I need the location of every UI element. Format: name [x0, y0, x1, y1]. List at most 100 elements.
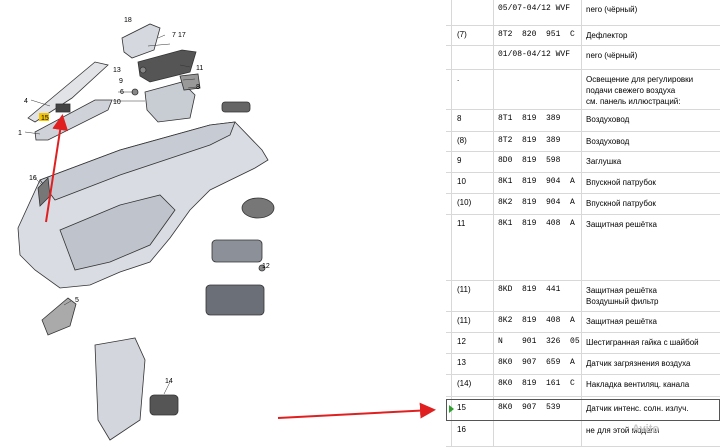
table-row[interactable]: 13 8K0 907 659 A Датчик загрязнения возд… [446, 354, 720, 375]
table-row[interactable]: 12 N 901 326 05 Шестигранная гайка с шай… [446, 333, 720, 354]
row-description: nero (чёрный) [586, 51, 638, 60]
row-description: nero (чёрный) [586, 5, 638, 14]
table-divider [493, 0, 494, 447]
table-row[interactable]: (14) 8K0 819 161 C Накладка вентиляц. ка… [446, 375, 720, 397]
table-row[interactable]: . Освещение для регулировки подачи свеже… [446, 70, 720, 110]
table-row[interactable]: 11 8K1 819 408 A Защитная решётка [446, 215, 720, 281]
row-position: 12 [457, 337, 466, 346]
callout-10: 10 [113, 99, 121, 106]
callout-14: 14 [165, 378, 173, 385]
table-row[interactable]: (11) 8K2 819 408 A Защитная решётка [446, 312, 720, 333]
row-description: Воздуховод [586, 137, 630, 146]
parts-table: 05/07-04/12 WVF nero (чёрный) (7) 8T2 82… [446, 0, 720, 447]
row-description: Заглушка [586, 157, 622, 166]
row-part-number: 8K1 819 408 A [498, 219, 575, 228]
row-position: 8 [457, 114, 462, 123]
grille [179, 73, 201, 91]
table-row[interactable]: (11) 8KD 819 441 Защитная решётка Воздуш… [446, 281, 720, 312]
table-row[interactable]: 8 8T1 819 389 Воздуховод [446, 110, 720, 132]
row-position: (10) [457, 198, 472, 207]
row-description: Шестигранная гайка с шайбой [586, 338, 699, 347]
row-position: (11) [457, 285, 471, 294]
callout-17: 17 [178, 32, 186, 39]
row-description: Дефлектор [586, 31, 628, 40]
inset-vent [149, 394, 179, 416]
row-description: Датчик загрязнения воздуха [586, 359, 691, 368]
row-description: Защитная решётка [586, 317, 657, 326]
table-row[interactable]: 01/08-04/12 WVF nero (чёрный) [446, 46, 720, 70]
callout-5: 5 [75, 297, 79, 304]
screw [139, 66, 147, 74]
row-position: (7) [457, 30, 467, 39]
parts-diagram: 15 1 4 5 6 7 8 9 10 11 12 13 14 16 17 18 [17, 17, 275, 441]
row-position: 15 [457, 403, 466, 412]
row-part-number: 8K0 819 161 C [498, 379, 575, 388]
row-position: (8) [457, 136, 467, 145]
lower-inset [94, 337, 146, 441]
selected-row-marker-icon [449, 405, 454, 413]
callout-4: 4 [24, 98, 28, 105]
row-position: 13 [457, 358, 466, 367]
row-part-number: 05/07-04/12 WVF [498, 4, 571, 13]
side-vent-small [221, 101, 251, 113]
sun-sensor-part [55, 103, 71, 113]
screw [258, 264, 266, 272]
row-part-number: 8KD 819 441 [498, 285, 561, 294]
callout-15-highlight [39, 113, 49, 121]
callout-8: 8 [196, 84, 200, 91]
callout-16: 16 [29, 175, 37, 182]
callout-12: 12 [262, 263, 270, 270]
dash-top-cover [27, 61, 109, 123]
callout-11: 11 [196, 65, 203, 72]
row-position: 9 [457, 156, 462, 165]
table-row[interactable]: (7) 8T2 820 951 C Дефлектор [446, 26, 720, 46]
table-row[interactable]: (10) 8K2 819 904 A Впускной патрубок [446, 194, 720, 215]
lower-left-trim [41, 297, 77, 336]
table-row[interactable]: 9 8D0 819 598 Заглушка [446, 152, 720, 173]
callout-18: 18 [124, 17, 132, 24]
row-description: Защитная решётка Воздушный фильтр [586, 286, 659, 306]
table-row[interactable]: 10 8K1 819 904 A Впускной патрубок [446, 173, 720, 194]
row-part-number: N 901 326 05 [498, 337, 580, 346]
side-vent-right [241, 197, 275, 219]
table-divider [451, 0, 452, 447]
row-part-number: 8T1 819 389 [498, 114, 561, 123]
watermark: Avito [632, 423, 660, 435]
row-position: (11) [457, 316, 471, 325]
callout-7: 7 [172, 32, 176, 39]
callout-9: 9 [119, 78, 123, 85]
row-position: 11 [457, 219, 466, 228]
row-description: Впускной патрубок [586, 199, 656, 208]
callout-6: 6 [120, 89, 124, 96]
callout-13: 13 [113, 67, 121, 74]
row-part-number: 8K2 819 408 A [498, 316, 575, 325]
row-description: не для этой модели [586, 426, 660, 435]
row-part-number: 8T2 820 951 C [498, 30, 575, 39]
bracket [121, 23, 161, 59]
row-description: Накладка вентиляц. канала [586, 380, 690, 389]
table-divider [581, 0, 582, 447]
row-part-number: 8K1 819 904 A [498, 177, 575, 186]
row-position: 10 [457, 177, 466, 186]
row-part-number: 8K2 819 904 A [498, 198, 575, 207]
row-part-number: 8K0 907 659 A [498, 358, 575, 367]
callout-15: 15 [41, 115, 49, 122]
row-position: 16 [457, 425, 466, 434]
row-description: Датчик интенс. солн. излуч. [586, 404, 689, 413]
center-vent-upper [211, 239, 263, 263]
callout-1: 1 [18, 130, 22, 137]
table-row[interactable]: 16 не для этой модели [446, 421, 720, 447]
deflector [137, 49, 197, 83]
table-row[interactable]: (8) 8T2 819 389 Воздуховод [446, 132, 720, 152]
row-part-number: 01/08-04/12 WVF [498, 50, 571, 59]
row-part-number: 8K0 907 539 [498, 403, 561, 412]
table-row-selected[interactable]: 15 8K0 907 539 Датчик интенс. солн. излу… [446, 399, 720, 421]
row-description: Освещение для регулировки подачи свежего… [586, 75, 694, 106]
row-part-number: 8T2 819 389 [498, 136, 561, 145]
center-vent-lower [205, 284, 265, 316]
row-position: (14) [457, 379, 472, 388]
row-position: . [457, 74, 460, 83]
row-description: Защитная решётка [586, 220, 657, 229]
row-description: Впускной патрубок [586, 178, 656, 187]
table-row[interactable]: 05/07-04/12 WVF nero (чёрный) [446, 0, 720, 26]
